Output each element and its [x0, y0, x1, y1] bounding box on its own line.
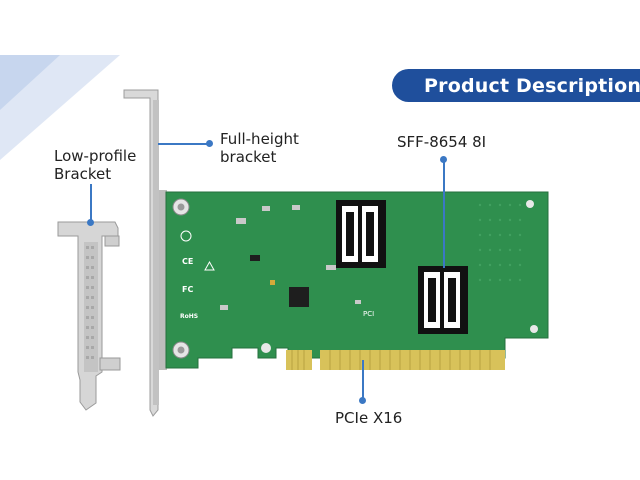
- low-profile-label-line1: Low-profile: [54, 147, 137, 165]
- low-profile-label: Low-profile Bracket: [54, 147, 136, 183]
- callout-dot-pcie: [359, 397, 366, 404]
- pcie-gold-fingers: [286, 350, 505, 370]
- product-description-banner: Product Description: [392, 69, 640, 102]
- callout-line-sff: [443, 158, 445, 268]
- sff-connector-2: [418, 266, 468, 334]
- svg-text:PCI: PCI: [363, 310, 374, 318]
- full-height-label-line2: bracket: [220, 148, 277, 166]
- banner-title: Product Description: [424, 74, 640, 97]
- sff-connector-1: [336, 200, 386, 268]
- callout-dot-full-height: [206, 140, 213, 147]
- svg-text:CE: CE: [182, 257, 193, 266]
- low-profile-bracket: [57, 221, 121, 411]
- callout-line-low-profile: [90, 184, 92, 222]
- callout-dot-sff: [440, 156, 447, 163]
- svg-text:RoHS: RoHS: [180, 313, 198, 320]
- sff-connector-label: SFF-8654 8I: [397, 133, 487, 151]
- callout-dot-low-profile: [87, 219, 94, 226]
- callout-line-pcie: [362, 360, 364, 402]
- low-profile-label-line2: Bracket: [54, 165, 112, 183]
- svg-text:FC: FC: [182, 285, 193, 294]
- full-height-bracket: [123, 89, 167, 417]
- corner-decoration: [0, 55, 120, 160]
- pcie-interface-label: PCIe X16: [335, 409, 403, 427]
- pcie-card-pcb: CE FC RoHS PCI: [165, 191, 549, 370]
- full-height-label-line1: Full-height: [220, 130, 299, 148]
- full-height-label: Full-height bracket: [220, 130, 299, 166]
- callout-line-full-height: [158, 143, 210, 145]
